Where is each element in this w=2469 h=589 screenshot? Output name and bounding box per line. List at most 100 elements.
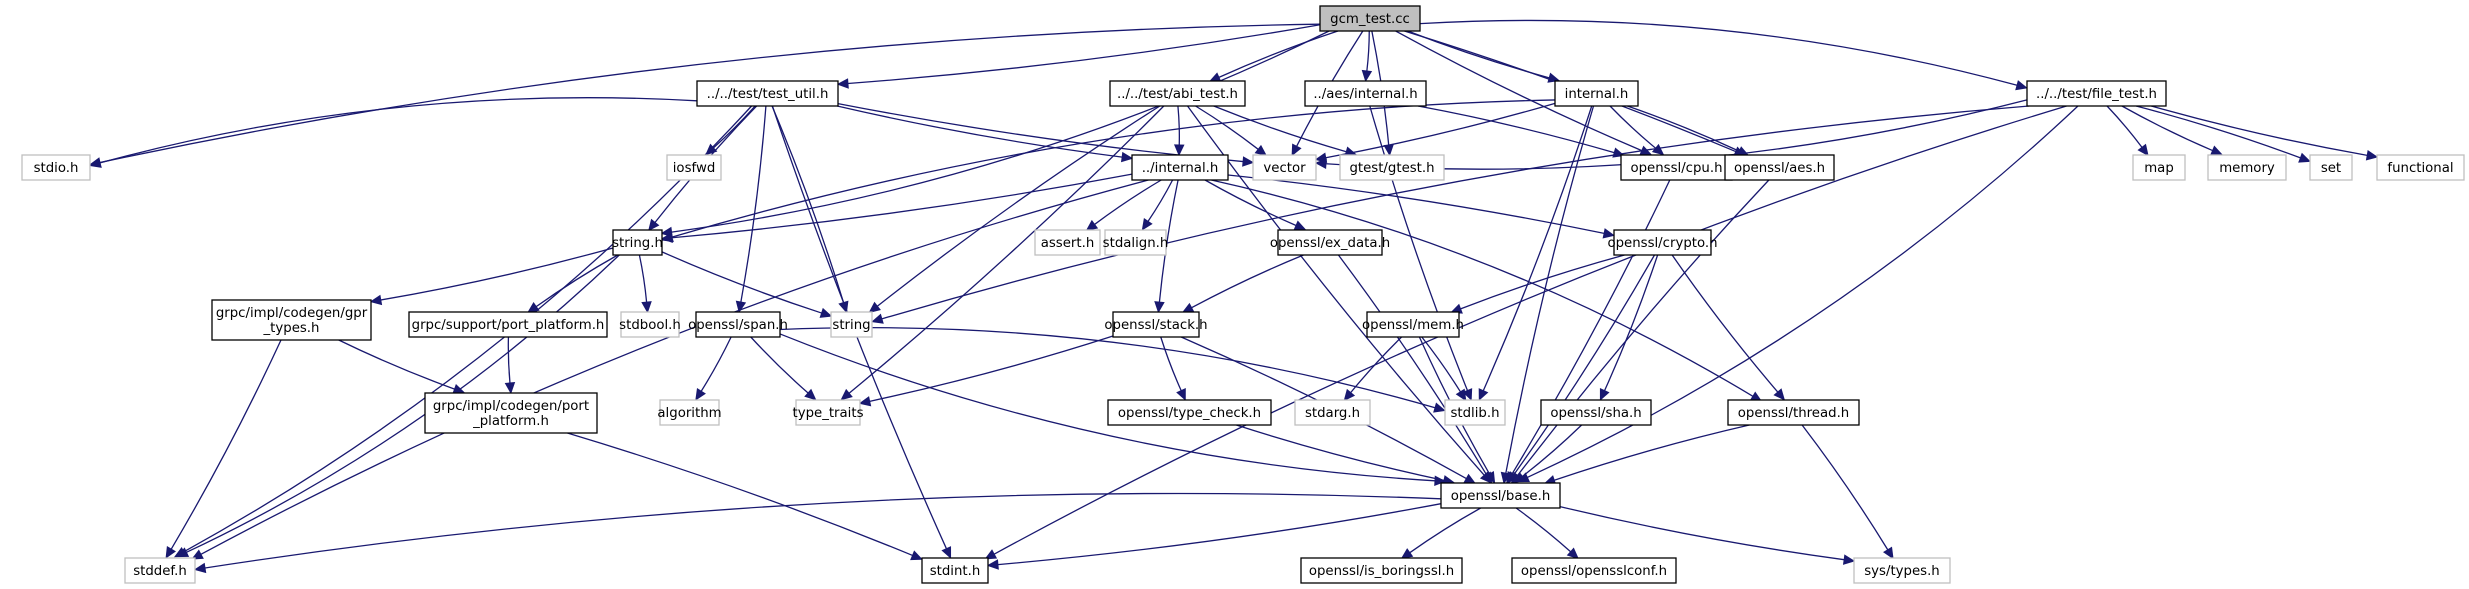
node-sys-types-h: sys/types.h: [1853, 557, 1951, 584]
node-type-check-h[interactable]: openssl/type_check.h: [1107, 399, 1272, 426]
node-opensslconf-h[interactable]: openssl/opensslconf.h: [1511, 557, 1677, 584]
node-mem-h[interactable]: openssl/mem.h: [1362, 311, 1464, 338]
node-box: [1511, 557, 1677, 584]
node-box: [2207, 154, 2287, 181]
arrowhead-internal_h-to-stdlib_h: [1478, 388, 1489, 401]
node-aes-h[interactable]: openssl/aes.h: [1724, 154, 1835, 181]
arrowhead-string_h-to-gpr_types_h: [369, 294, 383, 306]
node-box: [211, 299, 372, 341]
edge-file_test_h-to-stdint_h: [993, 105, 2067, 555]
node-box: [1554, 80, 1639, 107]
node-label: functional: [2387, 161, 2453, 176]
arrowhead-parent_internal_h-to-stdalign_h: [1141, 218, 1153, 231]
node-gpr-types-h[interactable]: grpc/impl/codegen/gpr_types.h: [211, 299, 372, 341]
edge-test_util_h-to-iosfwd: [713, 105, 756, 149]
node-assert-h: assert.h: [1034, 229, 1101, 256]
node-base-h[interactable]: openssl/base.h: [1440, 482, 1561, 509]
edge-span_h-to-type_traits: [750, 336, 809, 394]
node-set: set: [2309, 154, 2353, 181]
node-stdbool-h: stdbool.h: [619, 311, 681, 338]
edge-internal_h-to-cpu_h: [1609, 105, 1657, 149]
node-gcm-test-cc[interactable]: gcm_test.cc: [1319, 5, 1421, 32]
node-label: openssl/ex_data.h: [1270, 236, 1390, 251]
edge-parent_internal_h-to-assert_h: [1094, 179, 1162, 225]
edge-internal_h-to-vector: [1325, 102, 1556, 159]
node-label: openssl/span.h: [688, 318, 788, 333]
edge-crypto_h-to-thread_h: [1671, 254, 1779, 393]
node-codegen-port-platform-h[interactable]: grpc/impl/codegen/port_platform.h: [424, 392, 598, 434]
edge-stack_h-to-type_check_h: [1160, 336, 1182, 391]
node-type-traits: type_traits: [792, 399, 864, 426]
edge-test_util_h-to-span_h: [740, 105, 767, 303]
node-label: iosfwd: [673, 161, 716, 176]
node-crypto-h[interactable]: openssl/crypto.h: [1607, 229, 1718, 256]
edge-gcm_test_cc-to-test_util_h: [847, 24, 1321, 85]
arrowhead-span_h-to-algorithm: [695, 388, 706, 401]
node-label: openssl/crypto.h: [1607, 236, 1717, 251]
edge-span_h-to-base_h: [779, 333, 1436, 482]
node-abi-test-h[interactable]: ../../test/abi_test.h: [1109, 80, 1246, 107]
edge-file_test_h-to-string: [881, 105, 2030, 320]
node-label: grpc/support/port_platform.h: [412, 318, 605, 333]
node-label: grpc/impl/codegen/gpr: [216, 306, 368, 321]
node-label: openssl/base.h: [1451, 489, 1551, 504]
arrowhead-string_h-to-stddef_h: [176, 547, 190, 558]
node-aes-internal-h[interactable]: ../aes/internal.h: [1304, 80, 1427, 107]
node-file-test-h[interactable]: ../../test/file_test.h: [2026, 80, 2167, 107]
arrowhead-mem_h-to-stdlib_h: [1455, 388, 1467, 402]
node-support-port-platform-h[interactable]: grpc/support/port_platform.h: [408, 311, 608, 338]
node-stdint-h[interactable]: stdint.h: [921, 557, 989, 584]
edge-test_util_h-to-vector: [837, 102, 1244, 163]
edge-gcm_test_cc-to-aes_internal_h: [1366, 30, 1370, 72]
node-label: openssl/thread.h: [1738, 406, 1849, 421]
node-stdlib-h: stdlib.h: [1444, 399, 1506, 426]
edge-span_h-to-stdlib_h: [779, 327, 1436, 409]
node-box: [659, 399, 720, 426]
edge-span_h-to-algorithm: [700, 336, 732, 392]
node-parent-internal-h[interactable]: ../internal.h: [1131, 154, 1229, 181]
arrowhead-abi_test_h-to-string: [868, 301, 881, 314]
node-sha-h[interactable]: openssl/sha.h: [1540, 399, 1652, 426]
node-box: [1112, 311, 1200, 338]
node-box: [1294, 399, 1371, 426]
arrowhead-internal_h-to-cpu_h: [1651, 143, 1665, 156]
node-functional: functional: [2376, 154, 2465, 181]
edge-test_util_h-to-stdio_h: [99, 97, 698, 164]
node-label: vector: [1263, 161, 1306, 176]
node-box: [1727, 399, 1860, 426]
node-box: [1613, 229, 1712, 256]
arrowhead-file_test_h-to-map: [2137, 143, 2149, 157]
node-test-util-h[interactable]: ../../test/test_util.h: [696, 80, 839, 107]
node-label: openssl/aes.h: [1734, 161, 1825, 176]
node-cpu-h[interactable]: openssl/cpu.h: [1620, 154, 1733, 181]
node-label: set: [2321, 161, 2341, 176]
arrowhead-span_h-to-stdlib_h: [1433, 402, 1446, 413]
arrowhead-parent_internal_h-to-crypto_h: [1602, 228, 1616, 239]
node-label: algorithm: [657, 406, 721, 421]
edge-abi_test_h-to-type_traits: [848, 105, 1165, 394]
node-stdarg-h: stdarg.h: [1294, 399, 1371, 426]
edge-crypto_h-to-mem_h: [1460, 254, 1625, 310]
node-label: string.h: [612, 236, 663, 251]
node-stack-h[interactable]: openssl/stack.h: [1104, 311, 1208, 338]
node-span-h[interactable]: openssl/span.h: [688, 311, 788, 338]
node-box: [424, 392, 598, 434]
edge-gcm_test_cc-to-stdio_h: [99, 23, 1321, 164]
node-label: stdint.h: [930, 564, 981, 579]
edge-base_h-to-stdint_h: [997, 503, 1442, 566]
node-is-boringssl-h[interactable]: openssl/is_boringssl.h: [1300, 557, 1463, 584]
edge-file_test_h-to-base_h: [1527, 105, 2079, 478]
edge-abi_test_h-to-string: [876, 105, 1161, 307]
node-stddef-h: stddef.h: [124, 557, 196, 584]
arrowhead-test_util_h-to-stdint_h: [941, 546, 952, 559]
node-ex-data-h[interactable]: openssl/ex_data.h: [1270, 229, 1390, 256]
arrowhead-base_h-to-is_boringssl_h: [1400, 548, 1414, 560]
node-internal-h[interactable]: internal.h: [1554, 80, 1639, 107]
arrowhead-parent_internal_h-to-stddef_h: [191, 549, 204, 560]
node-string-h[interactable]: string.h: [612, 229, 663, 256]
edge-cpu_h-to-base_h: [1511, 179, 1671, 475]
node-thread-h[interactable]: openssl/thread.h: [1727, 399, 1860, 426]
arrowhead-file_test_h-to-string: [871, 313, 884, 324]
node-box: [2376, 154, 2465, 181]
edge-type_check_h-to-base_h: [1236, 424, 1445, 482]
